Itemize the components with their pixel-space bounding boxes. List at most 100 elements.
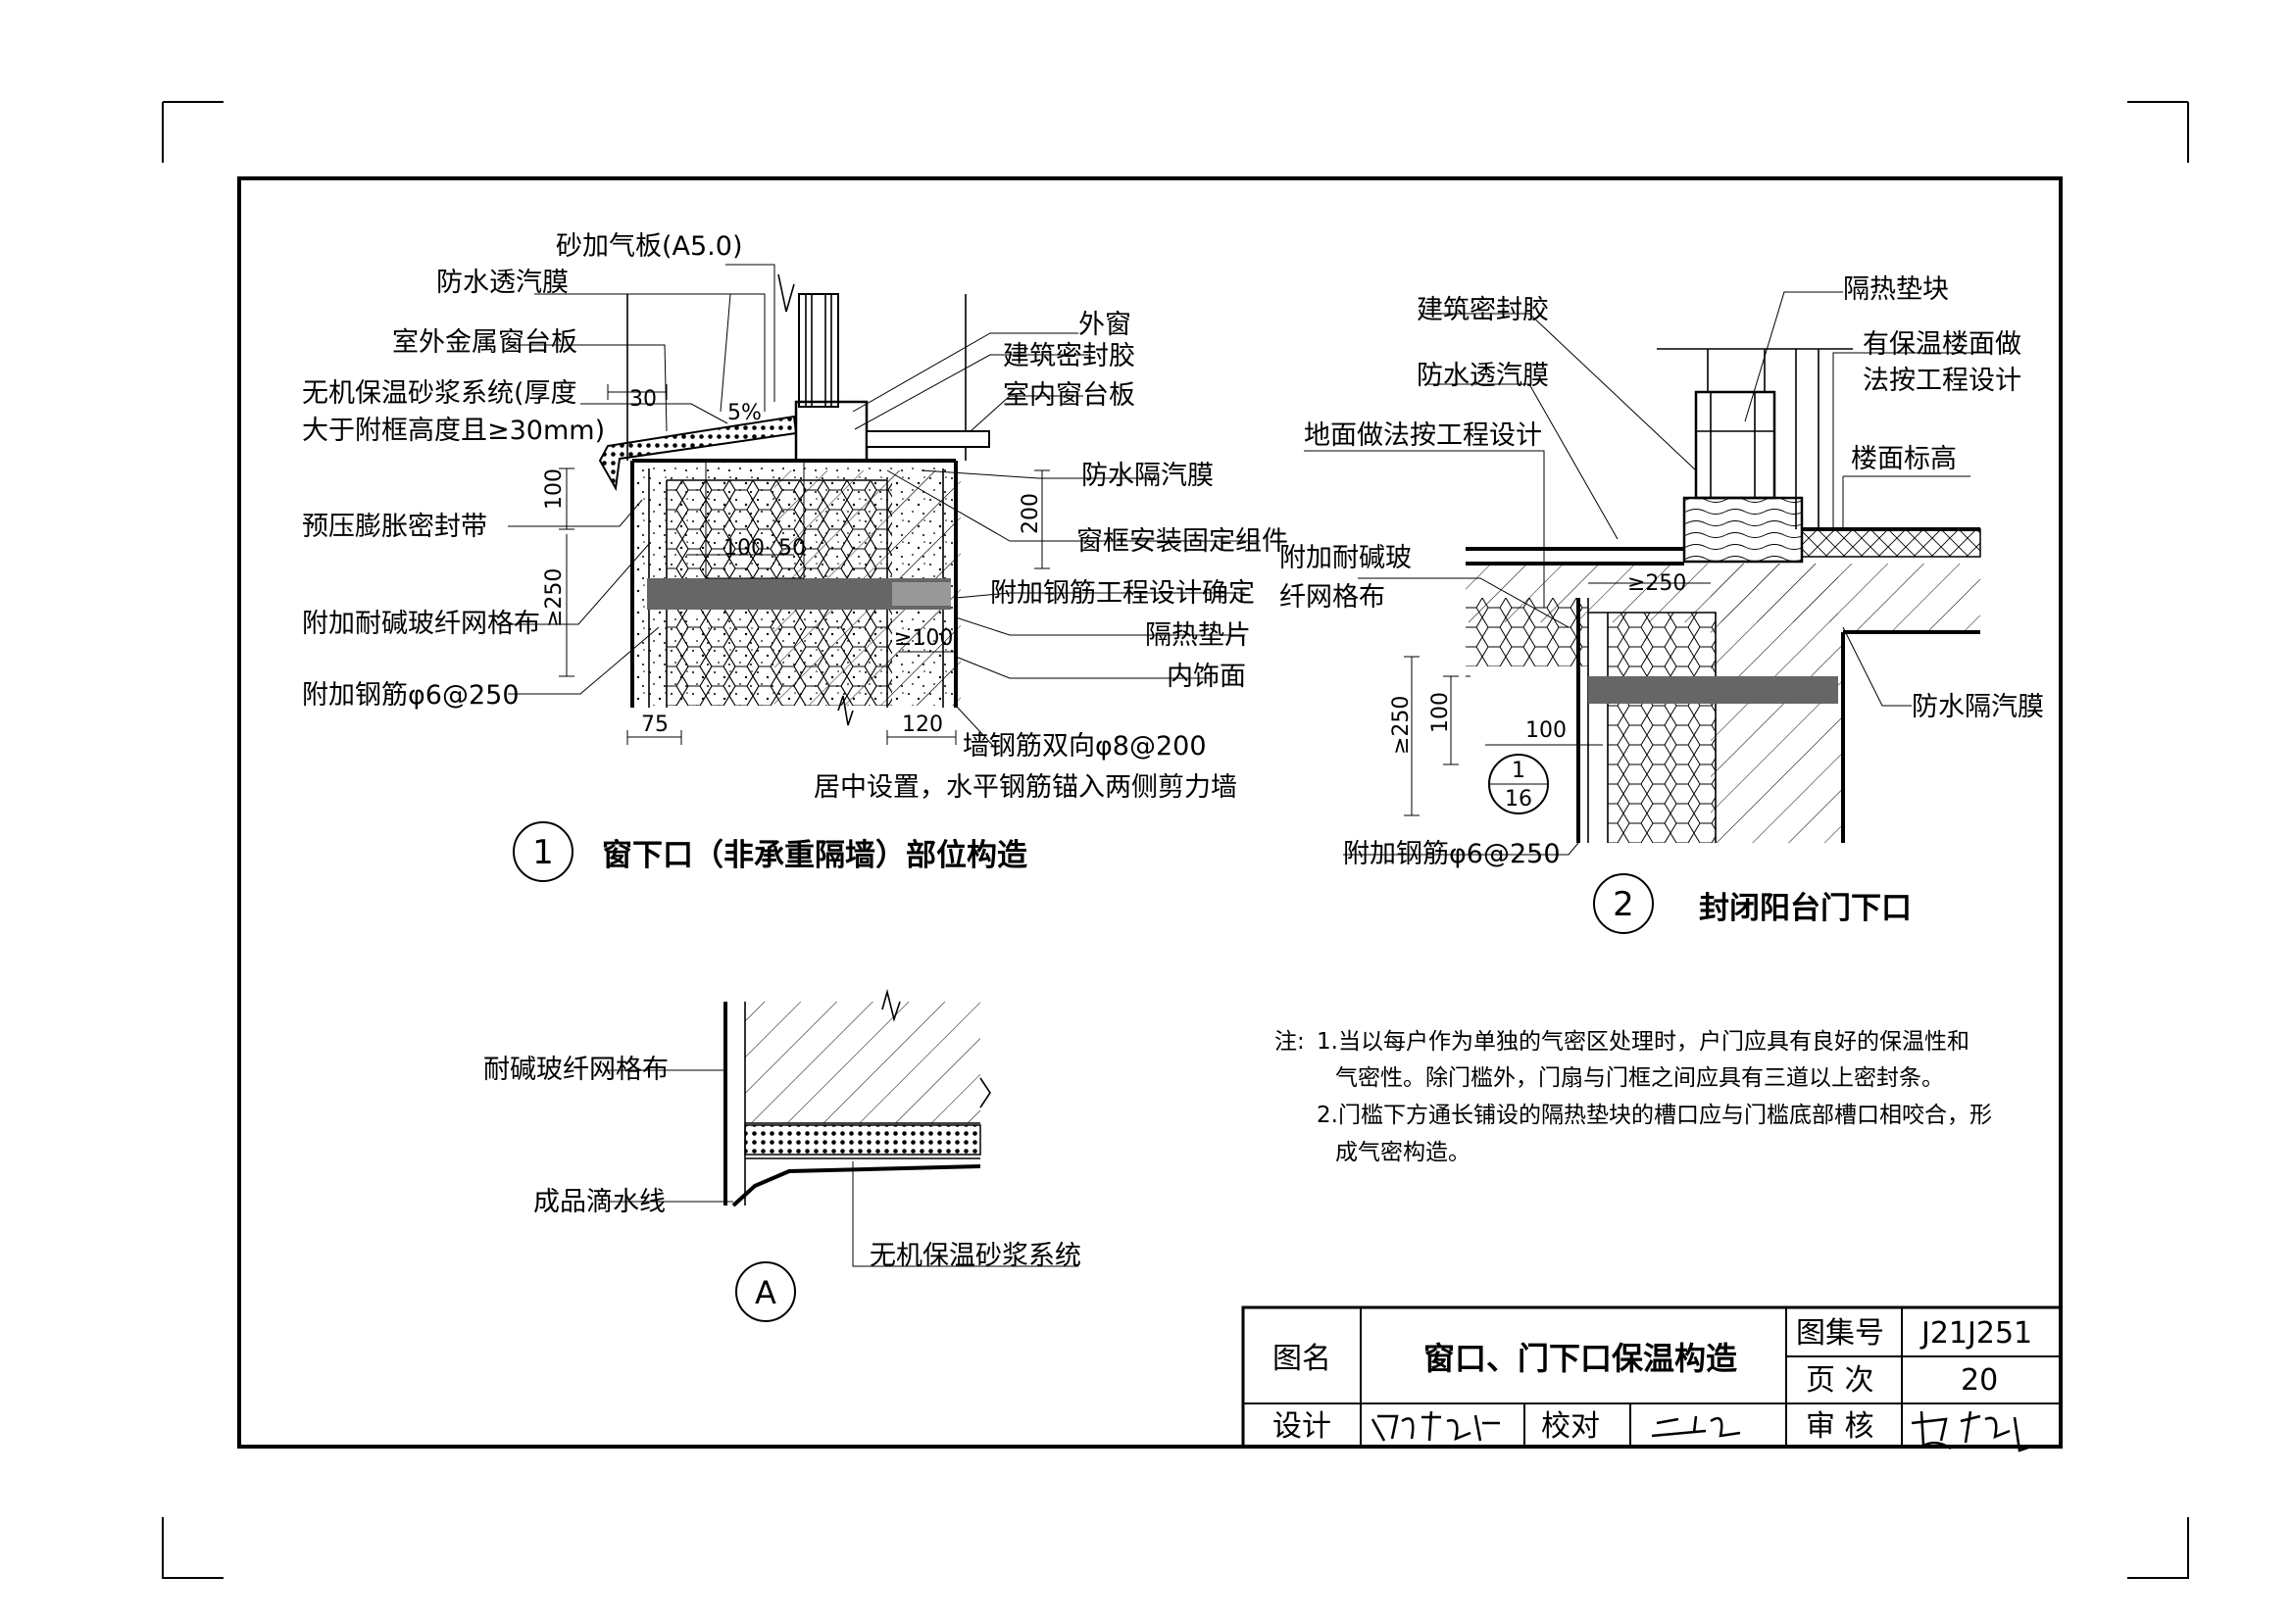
label2-floor-level: 楼面标高 [1851, 444, 1957, 474]
ref-bottom: 16 [1505, 787, 1532, 812]
label2-pad-block: 隔热垫块 [1843, 274, 1949, 305]
dim2-250-h: ≥250 [1627, 571, 1686, 596]
tb-page-value: 20 [1961, 1363, 1998, 1398]
label-mesh: 附加耐碱玻纤网格布 [302, 609, 540, 639]
label-wall-rebar-1: 墙钢筋双向φ8@200 [963, 731, 1207, 762]
tb-name-value: 窗口、门下口保温构造 [1423, 1340, 1737, 1377]
labelA-mortar: 无机保温砂浆系统 [870, 1241, 1081, 1271]
detail-2-marker [1593, 873, 1654, 934]
notes-line-4: 成气密构造。 [1335, 1140, 1471, 1165]
exterior-sill-board [598, 415, 798, 492]
dim2-100-v: 100 [1428, 692, 1453, 733]
label-sill-in: 室内窗台板 [1003, 380, 1135, 411]
label-vapor: 防水隔汽膜 [1081, 461, 1214, 491]
label-membrane-out: 防水透汽膜 [436, 268, 569, 298]
dim-50: 50 [778, 536, 806, 561]
label-mortar-1: 无机保温砂浆系统(厚度 [302, 378, 577, 409]
threshold-pad [1682, 496, 1804, 564]
dim-slope: 5% [727, 401, 762, 425]
aerated-block-under-sill [705, 460, 805, 579]
detail-2 [1304, 291, 1985, 856]
notes-prefix: 注: [1274, 1029, 1305, 1055]
label2-rebar: 附加钢筋φ6@250 [1343, 839, 1561, 869]
rebar-end [892, 582, 951, 606]
label2-floor-ins-1: 有保温楼面做 [1863, 329, 2021, 360]
label-rebar: 附加钢筋φ6@250 [302, 680, 520, 711]
dim-100-v: 100 [542, 468, 567, 510]
dim2-250-v: ≥250 [1389, 696, 1414, 755]
label-mortar-2: 大于附框高度且≥30mm) [302, 416, 605, 446]
detail-2-text: 建筑密封胶 隔热垫块 有保温楼面做 法按工程设计 防水透汽膜 地面做法按工程设计… [1279, 274, 2044, 934]
detail-a-text: 耐碱玻纤网格布 成品滴水线 无机保温砂浆系统 A [483, 1055, 1081, 1311]
interior-sill-board [866, 430, 990, 448]
detail-1-marker [513, 821, 573, 882]
label-fixing: 窗框安装固定组件 [1076, 526, 1288, 557]
label-rebar-design: 附加钢筋工程设计确定 [990, 578, 1255, 609]
label2-vapor: 防水隔汽膜 [1912, 692, 2044, 722]
notes: 注: 1.当以每户作为单独的气密区处理时，户门应具有良好的保温性和 气密性。除门… [1274, 1029, 1992, 1165]
floor-slab-right [1843, 564, 1980, 632]
dim-30: 30 [629, 387, 657, 412]
labelA-mesh: 耐碱玻纤网格布 [483, 1055, 669, 1085]
door-frame-2 [1694, 390, 1776, 500]
dim-120: 120 [902, 713, 943, 737]
notes-line-1: 1.当以每户作为单独的气密区处理时，户门应具有良好的保温性和 [1317, 1029, 1969, 1055]
crop-marks [162, 101, 2189, 1579]
dim-250-v: ≥250 [542, 568, 567, 627]
ins-block-left [1466, 598, 1588, 666]
signature-designer [1371, 1410, 1500, 1442]
dim-200: 200 [1019, 493, 1043, 534]
tb-name-label: 图名 [1272, 1342, 1331, 1376]
detail-a-letter: A [755, 1274, 776, 1311]
detail-a-marker [735, 1261, 796, 1322]
label2-mesh-2: 纤网格布 [1279, 582, 1385, 613]
label2-mesh-1: 附加耐碱玻 [1279, 543, 1412, 573]
window-frame-1 [798, 293, 839, 408]
tb-design-label: 设计 [1272, 1409, 1331, 1444]
detail-a [608, 988, 1078, 1322]
detail-a-mortar [744, 1124, 981, 1156]
label-pad: 隔热垫片 [1145, 620, 1251, 651]
detail-2-title: 封闭阳台门下口 [1699, 891, 1912, 926]
dim-100-h: 100 [723, 536, 765, 561]
label-tape: 预压膨胀密封带 [302, 512, 487, 542]
label-block: 砂加气板(A5.0) [556, 231, 742, 262]
label2-floor-ins-2: 法按工程设计 [1863, 366, 2021, 396]
tb-atlas-value: J21J251 [1919, 1316, 2032, 1351]
signature-checker [1651, 1415, 1741, 1438]
signature-reviewer [1911, 1410, 2035, 1452]
detail-1-text: 砂加气板(A5.0) 防水透汽膜 室外金属窗台板 无机保温砂浆系统(厚度 大于附… [302, 231, 1288, 882]
dim-100-min: ≥100 [894, 626, 953, 651]
dim-75: 75 [641, 713, 669, 737]
label-window: 外窗 [1078, 310, 1131, 340]
labelA-drip: 成品滴水线 [533, 1187, 666, 1217]
ref-top: 1 [1512, 759, 1525, 783]
label-sealant: 建筑密封胶 [1003, 341, 1135, 371]
detail-1-title: 窗下口（非承重隔墙）部位构造 [602, 838, 1027, 873]
dim2-100-h: 100 [1525, 718, 1567, 743]
tb-page-label: 页 次 [1806, 1363, 1874, 1398]
window-sill-frame [794, 400, 869, 463]
detail-1-number: 1 [532, 833, 554, 872]
label-wall-rebar-2: 居中设置，水平钢筋锚入两侧剪力墙 [814, 772, 1237, 803]
notes-line-3: 2.门槛下方通长铺设的隔热垫块的槽口应与门槛底部槽口相咬合，形 [1317, 1103, 1992, 1128]
label2-sealant: 建筑密封胶 [1417, 295, 1549, 325]
notes-line-2: 气密性。除门槛外，门扇与门框之间应具有三道以上密封条。 [1335, 1065, 1944, 1091]
rebar-2 [1588, 676, 1838, 704]
tb-review-label: 审 核 [1806, 1409, 1874, 1444]
label-finish: 内饰面 [1167, 662, 1246, 692]
title-block: 图名 窗口、门下口保温构造 图集号 J21J251 页 次 20 设计 校对 审… [1241, 1305, 2063, 1452]
label2-membrane: 防水透汽膜 [1417, 361, 1549, 391]
floor-insulation [1801, 528, 1981, 558]
detail-2-number: 2 [1613, 885, 1634, 924]
label-sill-out: 室外金属窗台板 [392, 327, 577, 358]
ins-block-2 [1608, 613, 1716, 843]
detail-1 [508, 264, 1260, 749]
drawing-frame [237, 176, 2063, 1449]
label2-ground: 地面做法按工程设计 [1304, 420, 1542, 451]
tb-check-label: 校对 [1541, 1409, 1600, 1444]
detail-a-wall [745, 1002, 980, 1123]
tb-atlas-label: 图集号 [1796, 1316, 1884, 1351]
